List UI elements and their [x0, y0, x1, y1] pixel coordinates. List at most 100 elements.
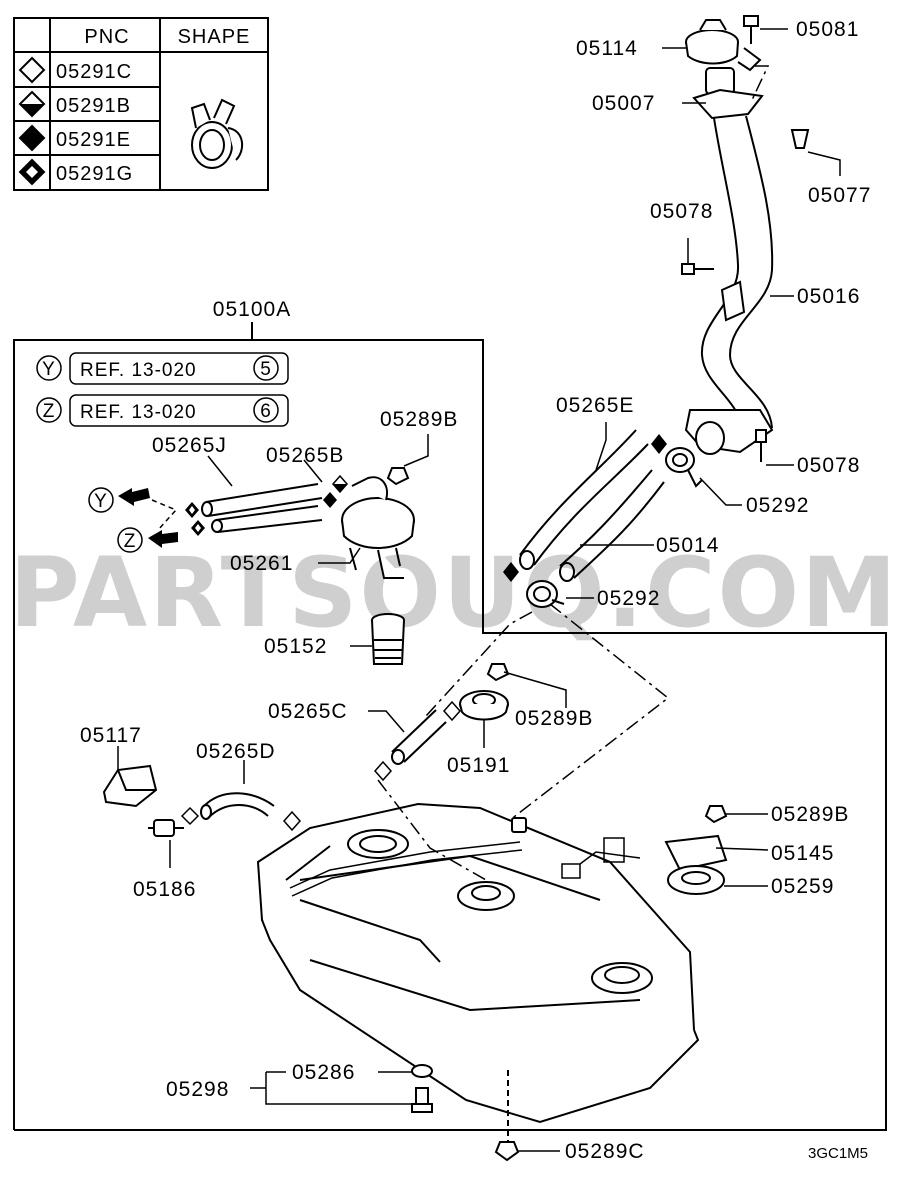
bolt-05078-lower — [755, 429, 767, 462]
gasket-05259 — [667, 865, 725, 895]
label-05289b-tank[interactable]: 05289B — [771, 803, 849, 826]
nut-05289b-sender — [486, 663, 510, 682]
valve-05186 — [148, 819, 184, 837]
bolt-05298 — [411, 1087, 433, 1113]
grommet-05286 — [411, 1064, 433, 1078]
ref-z-text: REF. 13-020 — [80, 402, 197, 423]
diamond-05291c-c-top — [442, 700, 462, 722]
diamond-half-icon — [18, 90, 46, 118]
label-05078-upper[interactable]: 05078 — [650, 200, 713, 223]
hose-05265b — [211, 505, 323, 533]
ref-y-text: REF. 13-020 — [80, 360, 197, 381]
label-05292-upper[interactable]: 05292 — [746, 494, 809, 517]
label-05289c[interactable]: 05289C — [565, 1140, 645, 1163]
assembly-box — [13, 322, 887, 1131]
label-05259[interactable]: 05259 — [771, 875, 834, 898]
legend-table — [13, 17, 269, 191]
fuel-tank-drawing — [256, 802, 700, 1124]
neck-lower-end — [684, 409, 774, 455]
hose-05265j — [201, 483, 323, 517]
label-05191[interactable]: 05191 — [447, 754, 510, 777]
label-05265d[interactable]: 05265D — [196, 740, 276, 763]
clamp-05292-lower — [526, 580, 565, 608]
nut-05289b-pump — [386, 467, 410, 486]
label-05077[interactable]: 05077 — [808, 184, 871, 207]
legend-pnc-05291g: 05291G — [56, 163, 133, 185]
diagram-code: 3GC1M5 — [808, 1145, 868, 1162]
legend-pnc-05291b: 05291B — [56, 95, 131, 117]
label-05145[interactable]: 05145 — [771, 842, 834, 865]
yz-leader-dashes — [151, 499, 178, 531]
hose-05014 — [559, 469, 665, 582]
watermark: PARTSOUQ.COM — [9, 537, 898, 649]
label-05292-lower[interactable]: 05292 — [597, 587, 660, 610]
ref-y[interactable]: Y REF. 13-020 5 — [36, 352, 289, 385]
label-05289b-sender[interactable]: 05289B — [515, 707, 593, 730]
ref-y-num: 5 — [260, 359, 272, 380]
filter-05152 — [371, 613, 405, 665]
label-05078-lower[interactable]: 05078 — [797, 454, 860, 477]
label-05152[interactable]: 05152 — [264, 635, 327, 658]
arrow-to-z[interactable]: Z — [117, 527, 178, 553]
label-05081[interactable]: 05081 — [796, 18, 859, 41]
hose-05265c — [391, 709, 447, 765]
hose-clamp-shape — [190, 98, 244, 169]
bolt-05078-upper — [681, 263, 714, 275]
legend-pnc-05291c: 05291C — [56, 61, 132, 83]
hose-05265d — [200, 792, 275, 820]
label-05265j[interactable]: 05265J — [152, 434, 227, 457]
diamond-05291e-marker-b — [503, 562, 519, 582]
diamond-05291e-marker-a — [651, 434, 667, 454]
diamond-outline-icon — [18, 56, 46, 84]
filler-cap-drawing — [685, 19, 739, 65]
ref-y-letter: Y — [42, 359, 56, 380]
label-05289b-pump[interactable]: 05289B — [380, 408, 458, 431]
label-05265e[interactable]: 05265E — [556, 394, 634, 417]
phantom-lines — [377, 65, 770, 881]
sender-05145 — [664, 834, 728, 872]
diamond-05291g-z — [191, 520, 205, 536]
label-05114[interactable]: 05114 — [576, 37, 638, 60]
neck-flange-drawing — [692, 47, 764, 120]
plate-05191 — [459, 690, 509, 721]
arrow-z-letter: Z — [124, 531, 137, 552]
diamond-05291c-c-bottom — [373, 760, 393, 782]
clamp-05292-upper — [665, 447, 703, 488]
legend-header-shape: SHAPE — [178, 26, 251, 48]
label-05298[interactable]: 05298 — [166, 1078, 229, 1101]
ref-z-num: 6 — [260, 401, 272, 422]
pump-module-05261 — [341, 476, 415, 579]
label-05261[interactable]: 05261 — [230, 552, 293, 575]
arrow-y-letter: Y — [94, 491, 108, 512]
tank-pipes — [289, 837, 641, 897]
ref-z[interactable]: Z REF. 13-020 6 — [36, 394, 289, 427]
label-05117[interactable]: 05117 — [80, 724, 142, 747]
canister-05117 — [102, 764, 158, 808]
clip-05077 — [790, 129, 810, 149]
diamond-05291c-d-left — [180, 806, 200, 826]
label-05007[interactable]: 05007 — [592, 92, 655, 115]
nut-05289c — [494, 1070, 520, 1162]
diamond-05291g-y — [185, 502, 199, 518]
assembly-label: 05100A — [213, 298, 291, 321]
diamond-05291b-pump — [323, 474, 348, 508]
nut-05289b-tank — [704, 805, 728, 824]
diamond-05291c-d-right — [282, 810, 302, 832]
arrow-to-y[interactable]: Y — [88, 487, 150, 513]
diamond-quarter-icon — [18, 158, 46, 186]
label-05016[interactable]: 05016 — [797, 285, 860, 308]
leader-lines — [117, 28, 841, 1152]
label-05014[interactable]: 05014 — [656, 534, 719, 557]
diamond-filled-icon — [18, 124, 46, 152]
hose-05265e — [519, 429, 649, 570]
label-05265b[interactable]: 05265B — [266, 444, 344, 467]
label-05286[interactable]: 05286 — [292, 1061, 355, 1084]
label-05265c[interactable]: 05265C — [268, 700, 348, 723]
filler-neck-tube-05016 — [700, 115, 774, 431]
legend-header-pnc: PNC — [84, 26, 129, 48]
cap-bolt-05081 — [743, 15, 759, 44]
ref-z-letter: Z — [43, 401, 56, 422]
legend-pnc-05291e: 05291E — [56, 129, 131, 151]
label-05186[interactable]: 05186 — [133, 878, 196, 901]
